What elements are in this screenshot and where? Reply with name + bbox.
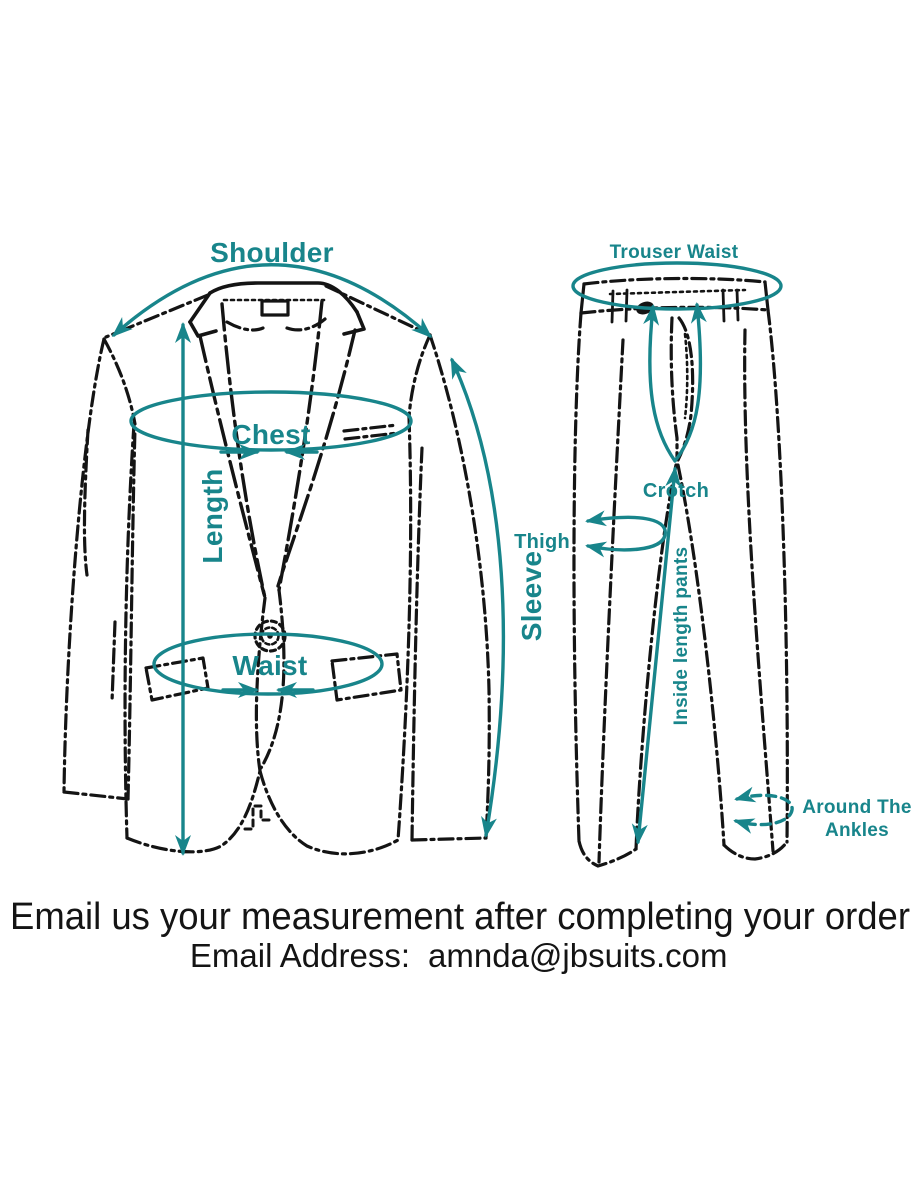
trouser-waistband-top	[582, 276, 767, 286]
jacket-cuff-left	[62, 790, 130, 801]
trouser-right-outer	[766, 308, 789, 844]
jacket-notch-left	[188, 320, 218, 338]
trouser-right-crease	[743, 328, 775, 853]
jacket-side-seam-left	[123, 422, 136, 840]
footer-instruction: Email us your measurement after completi…	[10, 896, 910, 938]
around-ankles-label-line2: Ankles	[825, 820, 889, 841]
trouser-right-hem	[722, 840, 789, 861]
jacket-vent-mark	[243, 804, 271, 831]
length-label: Length	[197, 468, 228, 563]
chest-label: Chest	[231, 419, 310, 450]
trouser-waistband-bottom	[579, 305, 770, 315]
trouser-right-inseam	[676, 463, 726, 847]
jacket-sleeve-outer-left	[62, 337, 106, 794]
trouser-waist-measure-ellipse	[571, 261, 783, 311]
jacket-hanger-loop	[260, 299, 290, 317]
inside-length-measure-line	[631, 466, 682, 845]
thigh-label: Thigh	[514, 531, 570, 553]
trouser-left-outer	[572, 311, 583, 843]
sleeve-measure-curve	[450, 357, 506, 838]
trouser-left-crease	[597, 338, 625, 864]
chest-measure-ellipse	[129, 390, 413, 452]
jacket-lapel-roll-right	[277, 299, 324, 592]
footer: Email us your measurement after completi…	[10, 896, 910, 974]
jacket-collar-top	[208, 281, 359, 314]
jacket-breast-pocket	[342, 423, 400, 441]
thigh-measure-loop	[585, 510, 667, 558]
jacket-sleeve-cap-left	[102, 337, 137, 426]
jacket-body-dart-left	[110, 620, 117, 704]
jacket-cuff-right	[410, 836, 488, 842]
trouser-fly-left	[669, 316, 679, 460]
crotch-label: Crotch	[643, 480, 709, 502]
shoulder-label: Shoulder	[210, 237, 334, 268]
measurement-annotations	[111, 261, 794, 856]
jacket-sleeve-cap-right	[407, 333, 432, 419]
ankle-measure-loop	[733, 786, 794, 834]
jacket-hem-left	[125, 769, 262, 854]
jacket-sleeve-inner-right	[410, 446, 424, 842]
jacket-lapel-edge-left	[198, 334, 266, 596]
trouser-fly-curve	[676, 316, 695, 462]
jacket-pocket-flap-right	[330, 652, 403, 702]
jacket-sleeve-inner-left	[126, 426, 137, 801]
footer-email-label: Email Address:	[190, 937, 410, 974]
jacket-sleeve-crease-left	[82, 428, 90, 577]
jacket-sleeve-outer-right	[428, 333, 491, 840]
footer-email-value: amnda@jbsuits.com	[428, 937, 727, 974]
inside-length-label: Inside length pants	[671, 547, 692, 726]
around-ankles-label-line1: Around The	[802, 797, 912, 818]
trouser-waist-label: Trouser Waist	[610, 242, 739, 263]
jacket-lapel-edge-right	[276, 328, 357, 588]
sleeve-label: Sleeve	[516, 551, 547, 642]
trouser-left-hem	[577, 839, 638, 868]
waist-measure-ellipse	[152, 632, 384, 696]
jacket-line-art	[62, 281, 491, 856]
crotch-measure-loop	[643, 302, 707, 463]
measurement-labels: Shoulder Chest Length Waist Sleeve Trous…	[197, 237, 912, 841]
jacket-hem-right	[258, 769, 400, 856]
jacket-side-seam-right	[396, 415, 413, 842]
shoulder-measure-arc	[111, 263, 433, 339]
trouser-waistband-stitching	[608, 288, 747, 296]
trouser-fly-zip	[683, 332, 689, 420]
waist-label: Waist	[232, 650, 307, 681]
jacket-undercollar-curve-left	[225, 320, 265, 332]
